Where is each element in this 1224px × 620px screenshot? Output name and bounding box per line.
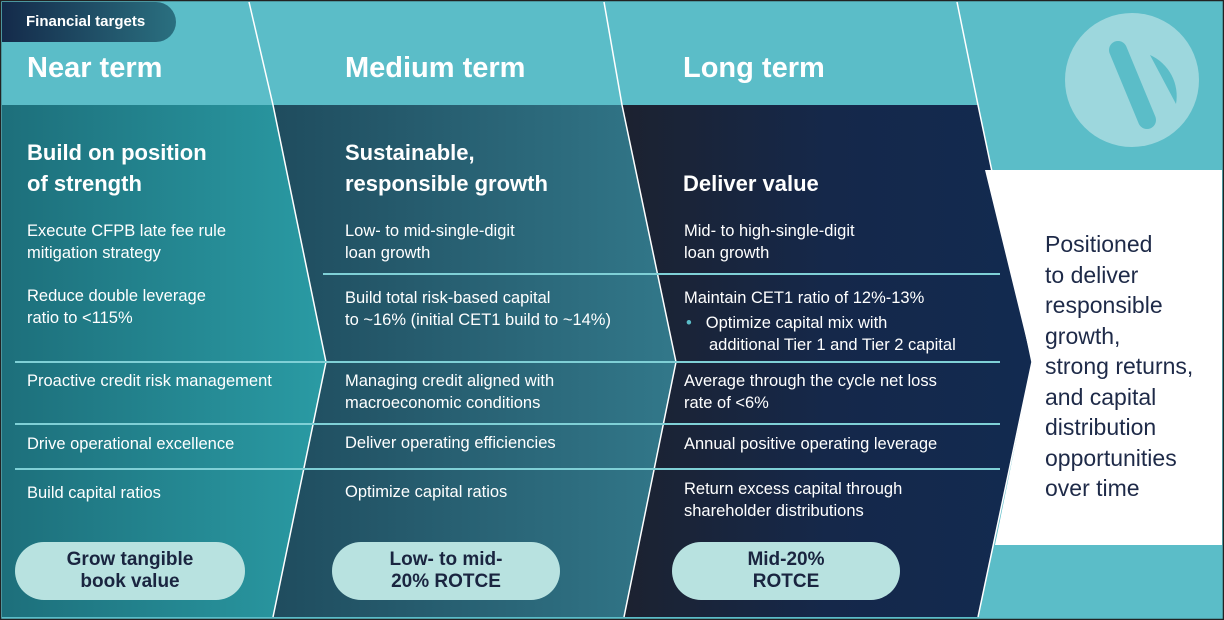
outcome-panel	[985, 170, 1222, 545]
list-item: Maintain CET1 ratio of 12%-13%	[684, 289, 925, 307]
list-item: Annual positive operating leverage	[684, 435, 938, 453]
list-item: Optimize capital ratios	[345, 483, 508, 501]
logo	[1065, 13, 1199, 147]
near-term-heading: Build on position of strength	[27, 137, 207, 199]
list-item: Deliver operating efficiencies	[345, 434, 556, 452]
list-item: Proactive credit risk management	[27, 372, 272, 390]
near-term-title: Near term	[27, 52, 163, 84]
long-term-title: Long term	[683, 52, 825, 84]
long-term-target-pill: Mid-20%ROTCE	[672, 542, 900, 600]
financial-targets-tag: Financial targets	[2, 2, 176, 42]
heading-line: of strength	[27, 171, 142, 196]
heading-line: Sustainable,	[345, 140, 475, 165]
medium-term-title: Medium term	[345, 52, 526, 84]
medium-term-target-pill: Low- to mid-20% ROTCE	[332, 542, 560, 600]
long-term-heading: Deliver value	[683, 171, 819, 196]
list-item: Drive operational excellence	[27, 435, 235, 453]
heading-line: Build on position	[27, 140, 207, 165]
bullet-icon: •	[686, 314, 692, 332]
heading-line: responsible growth	[345, 171, 548, 196]
sub-bullet-item: •Optimize capital mix with additional Ti…	[686, 314, 956, 354]
medium-term-heading: Sustainable, responsible growth	[345, 137, 548, 199]
list-item: Build capital ratios	[27, 484, 161, 502]
